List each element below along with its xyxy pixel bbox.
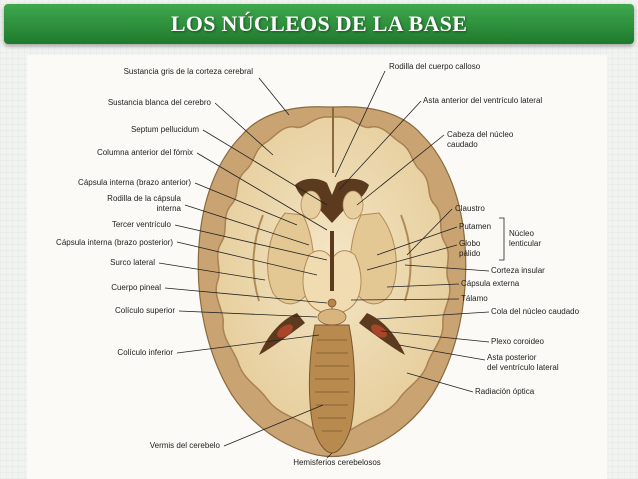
label-radiacion: Radiación óptica xyxy=(475,387,535,396)
label-cuerpo-pineal: Cuerpo pineal xyxy=(111,283,161,292)
label-capsula-posterior: Cápsula interna (brazo posterior) xyxy=(56,238,173,247)
label-plexo: Plexo coroideo xyxy=(491,337,544,346)
claustrum-left xyxy=(252,214,264,302)
label-coliculo-superior: Colículo superior xyxy=(115,306,175,315)
page-title: LOS NÚCLEOS DE LA BASE xyxy=(170,11,468,36)
label-sustancia-blanca: Sustancia blanca del cerebro xyxy=(108,98,212,107)
cerebellum-vermis xyxy=(308,324,356,454)
label-hemisferios: Hemisferios cerebelosos xyxy=(293,458,381,467)
label-corteza-insular: Corteza insular xyxy=(491,266,545,275)
label-asta-anterior: Asta anterior del ventrículo lateral xyxy=(423,96,542,105)
third-ventricle xyxy=(330,231,334,291)
title-bar: LOS NÚCLEOS DE LA BASE xyxy=(4,4,634,44)
label-cola-caudado: Cola del núcleo caudado xyxy=(491,307,580,316)
label-tercer-ventriculo: Tercer ventrículo xyxy=(112,220,172,229)
label-surco-lateral: Surco lateral xyxy=(110,258,155,267)
leader-lines xyxy=(158,70,505,459)
choroid-plexus-right xyxy=(371,324,387,338)
label-sustancia-gris: Sustancia gris de la corteza cerebral xyxy=(124,67,254,76)
label-vermis: Vermis del cerebelo xyxy=(150,441,221,450)
label-globo-2: pálido xyxy=(459,249,481,258)
label-columna-fornix: Columna anterior del fórnix xyxy=(97,148,193,157)
claustrum-right xyxy=(400,214,412,302)
lateral-ventricle-anterior xyxy=(295,178,369,223)
label-capsula-externa: Cápsula externa xyxy=(461,279,520,288)
label-talamo: Tálamo xyxy=(461,294,488,303)
label-coliculo-inferior: Colículo inferior xyxy=(117,348,173,357)
caudate-head-right xyxy=(342,190,364,220)
label-septum: Septum pellucidum xyxy=(131,125,199,134)
pineal-body xyxy=(327,298,337,308)
label-claustro: Claustro xyxy=(455,204,485,213)
choroid-plexus-left xyxy=(277,324,293,338)
label-capsula-anterior: Cápsula interna (brazo anterior) xyxy=(78,178,191,187)
label-rodilla-capsula-1: Rodilla de la cápsula xyxy=(107,194,181,203)
vermis-folia xyxy=(315,339,349,432)
label-putamen: Putamen xyxy=(459,222,491,231)
label-cabeza-caudado-1: Cabeza del núcleo xyxy=(447,130,514,139)
label-globo-1: Globo xyxy=(459,239,481,248)
brain-figure: Sustancia gris de la corteza cerebral Su… xyxy=(27,55,607,479)
label-nucleo-lenticular-1: Núcleo xyxy=(509,229,534,238)
superior-colliculi xyxy=(317,308,347,326)
label-rodilla-capsula-2: interna xyxy=(157,204,182,213)
lenticular-nucleus-right xyxy=(349,212,397,305)
label-cabeza-caudado-2: caudado xyxy=(447,140,478,149)
label-asta-posterior-1: Asta posterior xyxy=(487,353,537,362)
label-rodilla-calloso: Rodilla del cuerpo calloso xyxy=(389,62,481,71)
label-asta-posterior-2: del ventrículo lateral xyxy=(487,363,559,372)
brain-diagram: Sustancia gris de la corteza cerebral Su… xyxy=(56,62,580,467)
label-nucleo-lenticular-2: lenticular xyxy=(509,239,541,248)
